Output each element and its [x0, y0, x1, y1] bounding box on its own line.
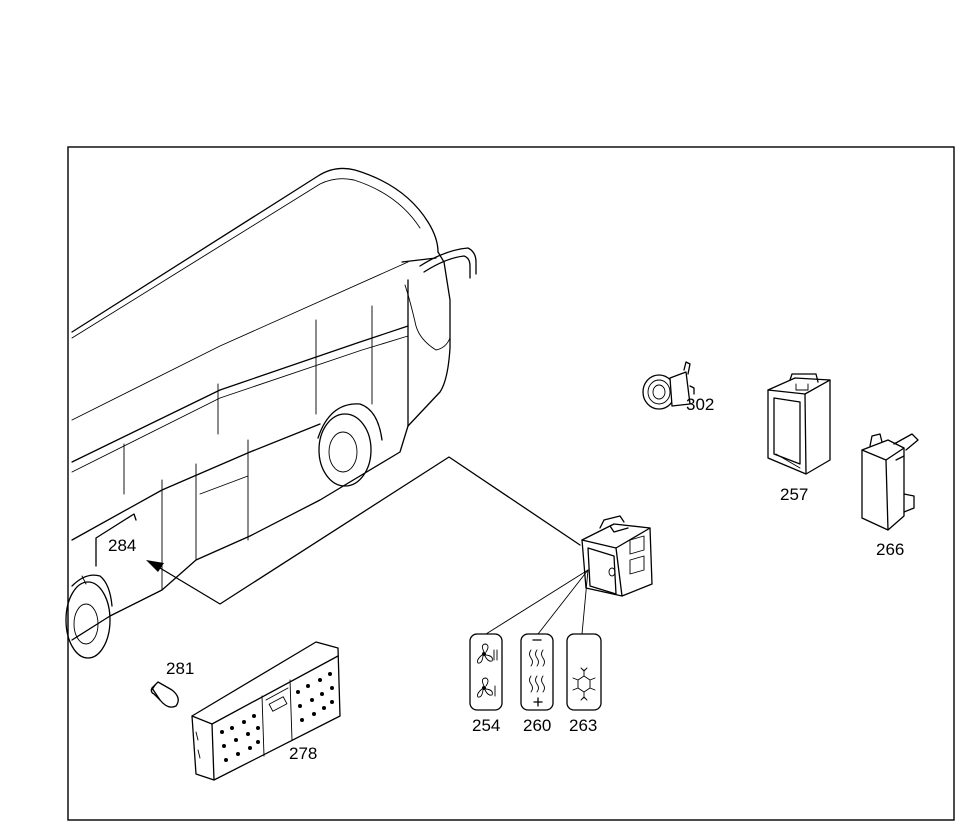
leader-line-263	[581, 569, 589, 635]
snowflake-icon	[572, 667, 596, 701]
leader-line-260	[537, 569, 589, 635]
label-254: 254	[472, 716, 500, 735]
coach-bus-illustration	[65, 167, 477, 659]
control-panel-icon	[191, 641, 341, 781]
symbol-cap-260	[520, 633, 554, 711]
symbol-cap-254	[469, 633, 503, 711]
leader-line-254	[485, 569, 589, 635]
rocker-switch-icon	[581, 515, 653, 597]
label-263: 263	[569, 716, 597, 735]
label-260: 260	[523, 716, 551, 735]
label-281: 281	[166, 659, 194, 678]
switch-frame-icon	[767, 373, 831, 475]
label-257: 257	[780, 485, 808, 504]
arrow-head-284	[146, 560, 164, 572]
indicator-lamp-icon	[642, 361, 695, 410]
fan-icon	[477, 643, 498, 664]
leader-line-284	[159, 456, 581, 605]
label-284: 284	[108, 536, 136, 555]
symbol-cap-263	[566, 633, 602, 711]
heating-icon	[529, 675, 545, 693]
diagram-frame	[67, 146, 955, 821]
label-278: 278	[289, 744, 317, 763]
fan-icon	[477, 677, 496, 698]
switch-clip-icon	[861, 433, 919, 531]
heating-icon	[529, 649, 545, 667]
label-302: 302	[686, 395, 714, 414]
bulb-icon	[150, 681, 179, 708]
label-266: 266	[876, 540, 904, 559]
